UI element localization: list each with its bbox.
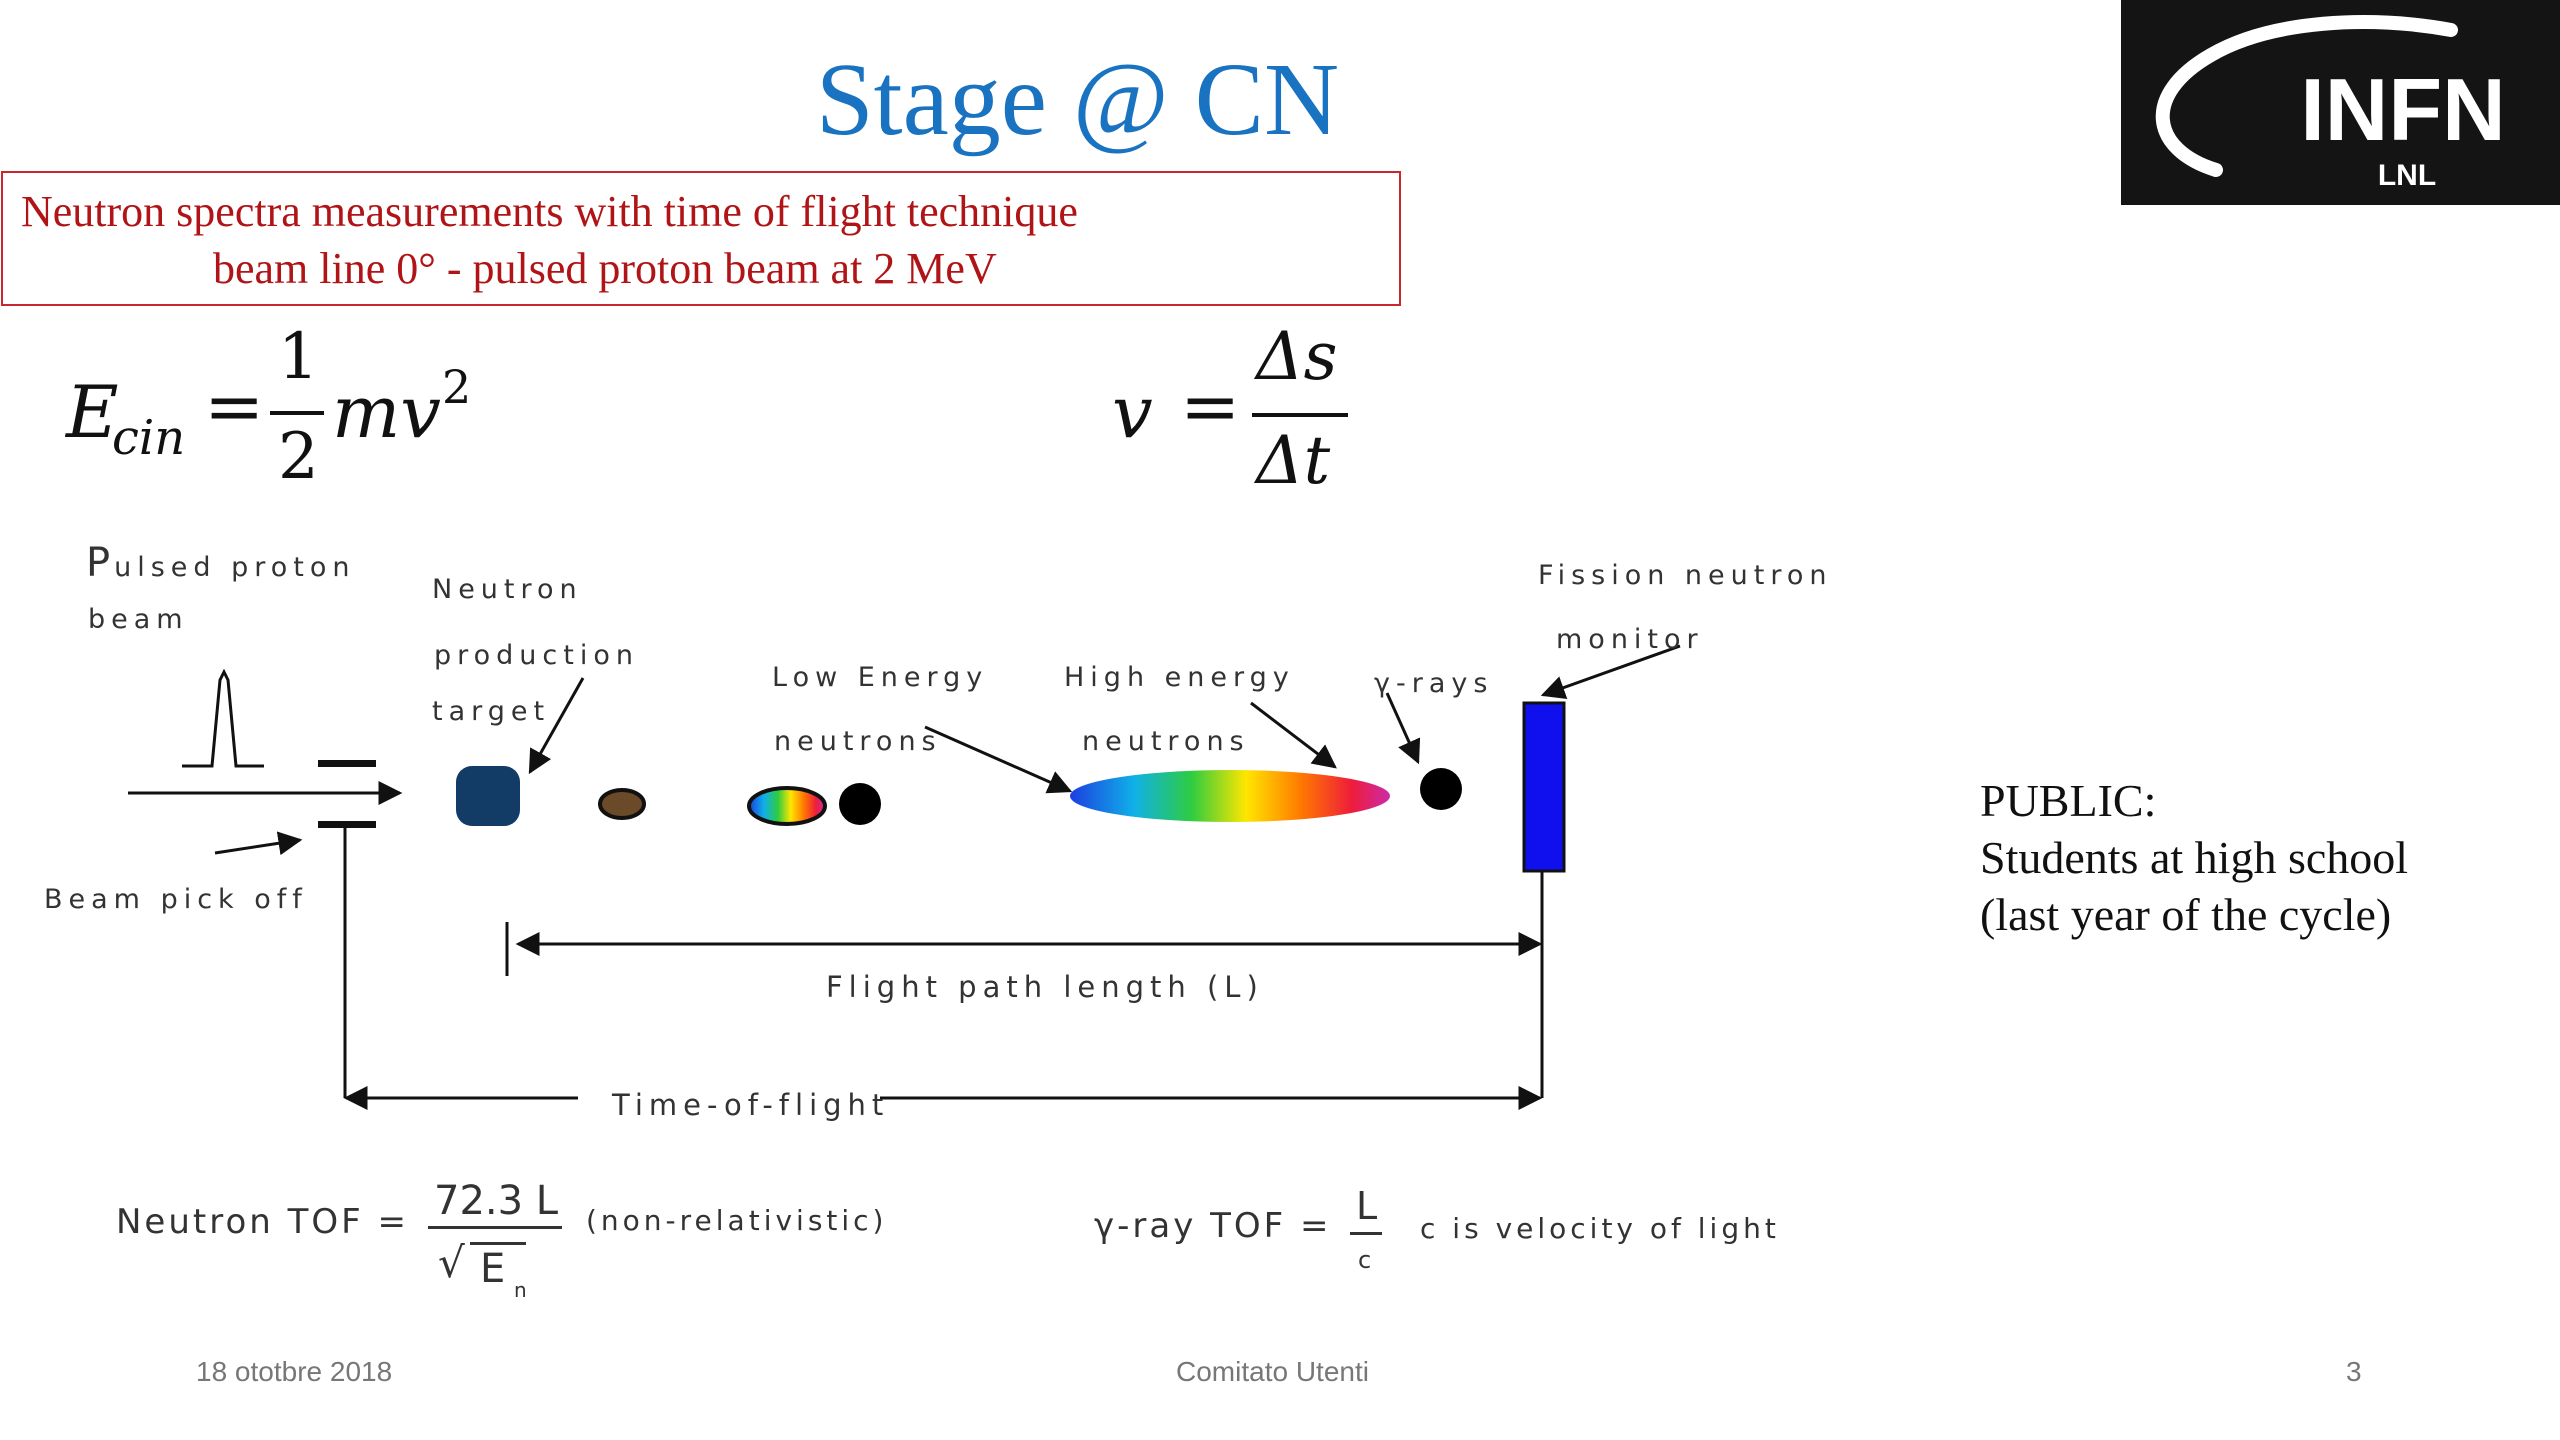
gamma-packet-2: [1420, 768, 1462, 810]
footer-center: Comitato Utenti: [1176, 1356, 1369, 1387]
label-high-energy-1: High energy: [1064, 662, 1295, 693]
label-neutron-2: production: [434, 640, 639, 671]
low-energy-arrow: [924, 725, 1073, 794]
fission-monitor: [1522, 701, 1566, 873]
gamma-packet-1: [839, 783, 881, 825]
eq-mv: mv: [332, 370, 441, 454]
slide-title: Stage @ CN: [815, 42, 1340, 157]
gamma-tof-numerator: L: [1356, 1184, 1378, 1228]
nonrelativistic-note: (non-relativistic): [586, 1204, 888, 1237]
label-beam-pickoff: Beam pick off: [44, 884, 308, 915]
gamma-tof-denominator: c: [1358, 1246, 1372, 1274]
gamma-tof-bar: [1350, 1232, 1382, 1235]
footer-date: 18 ototbre 2018: [196, 1356, 393, 1387]
label-pulsed-2: beam: [88, 604, 189, 635]
neutron-packet-1: [598, 788, 646, 820]
high-energy-arrow: [1250, 701, 1337, 769]
label-fission-1: Fission neutron: [1538, 560, 1833, 591]
label-pulsed-1: Pulsed proton: [86, 540, 356, 586]
public-block: PUBLIC: Students at high school (last ye…: [1980, 772, 2408, 943]
neutron-tof-bar: [428, 1226, 562, 1229]
neutron-target: [456, 766, 520, 826]
neutron-tof-label: Neutron TOF =: [116, 1202, 410, 1242]
eq-v: v: [1112, 370, 1153, 454]
label-low-energy-1: Low Energy: [772, 662, 989, 693]
footer-page-number: 3: [2346, 1356, 2362, 1387]
neutron-tof-denominator: E: [480, 1246, 506, 1292]
pulse-shape: [182, 668, 264, 768]
target-arrow: [528, 677, 585, 775]
neutron-tof-den-sub: n: [514, 1278, 527, 1302]
eq-half-den: 2: [278, 420, 319, 494]
eq-sup: 2: [442, 360, 472, 414]
public-line-1: PUBLIC:: [1980, 775, 2157, 826]
gamma-tof-label: γ-ray TOF =: [1094, 1206, 1332, 1246]
eq-e-sub: cin: [112, 410, 186, 466]
neutron-tof-numerator: 72.3 L: [434, 1178, 559, 1224]
logo-subtext: LNL: [2378, 159, 2436, 192]
public-line-3: (last year of the cycle): [1980, 889, 2392, 940]
neutron-tof-sqrt: √: [438, 1238, 465, 1287]
label-pulsed-1-text: ulsed proton: [114, 552, 356, 583]
eq-v-bar: [1252, 413, 1348, 417]
velocity-equation: v = Δs Δt: [1112, 318, 1352, 499]
infn-logo: INFN LNL: [2121, 0, 2560, 205]
logo-text: INFN: [2300, 60, 2505, 159]
eq-half-num: 1: [278, 320, 319, 394]
subtitle-line-1: Neutron spectra measurements with time o…: [21, 187, 1078, 236]
eq-dt: Δt: [1256, 422, 1331, 499]
label-fission-2: monitor: [1556, 624, 1704, 655]
eq-equals-1: =: [204, 364, 265, 448]
eq-equals-2: =: [1180, 364, 1241, 448]
neutron-packet-2: [747, 786, 827, 826]
label-neutron-3: target: [432, 696, 551, 727]
label-flight-path: Flight path length (L): [826, 970, 1264, 1004]
subtitle-line-2: beam line 0° - pulsed proton beam at 2 M…: [213, 244, 997, 293]
neutron-spectrum: [1070, 770, 1390, 822]
pickoff-arrow: [214, 831, 303, 856]
label-high-energy-2: neutrons: [1082, 726, 1250, 757]
eq-e: E: [66, 370, 119, 454]
label-neutron-1: Neutron: [432, 574, 583, 605]
kinetic-energy-equation: E cin = 1 2 mv 2: [66, 320, 496, 500]
label-low-energy-2: neutrons: [774, 726, 942, 757]
monitor-arrow: [1540, 644, 1681, 700]
public-line-2: Students at high school: [1980, 832, 2409, 883]
pickoff-plate-top: [318, 760, 376, 767]
eq-ds: Δs: [1256, 318, 1338, 395]
gamma-arrow: [1385, 692, 1421, 765]
pickoff-plate-bottom: [318, 821, 376, 828]
eq-half-bar: [270, 411, 324, 415]
subtitle-box: Neutron spectra measurements with time o…: [1, 171, 1401, 306]
light-velocity-note: c is velocity of light: [1420, 1212, 1780, 1245]
label-time-of-flight: Time-of-flight: [612, 1088, 890, 1122]
label-gamma-rays: γ-rays: [1374, 668, 1494, 699]
neutron-tof-sqrt-bar: [470, 1242, 526, 1245]
